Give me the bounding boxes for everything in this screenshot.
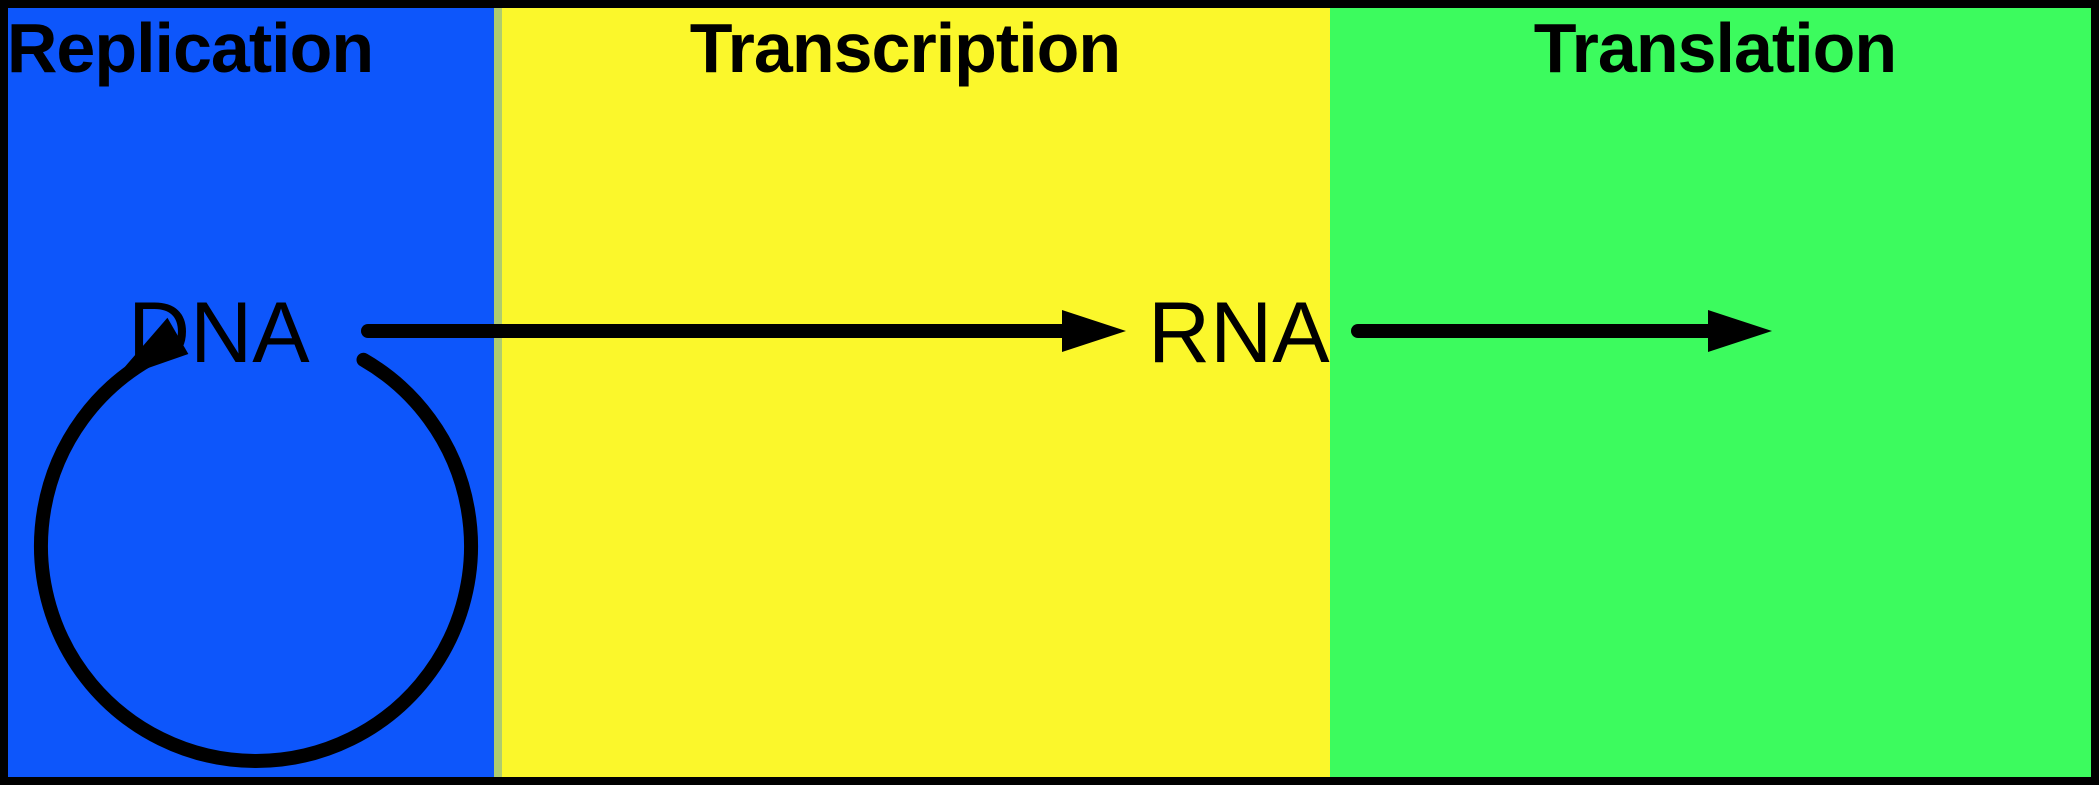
replication-arrowhead: [113, 317, 189, 381]
panel-title-translation: Translation: [1534, 9, 1896, 87]
rna-to-protein-arrow: [1351, 310, 1772, 352]
molecule-label-rna: RNA: [1148, 285, 1330, 381]
blue-yellow-divider: [494, 8, 502, 777]
transcription-arrowhead: [1062, 310, 1126, 352]
panel-title-replication: Replication: [7, 9, 373, 87]
panel-translation-background: [1330, 8, 2091, 777]
translation-arrowhead: [1708, 310, 1772, 352]
molecule-label-dna: DNA: [128, 285, 310, 381]
panel-title-transcription: Transcription: [690, 9, 1120, 87]
panel-transcription-background: [502, 8, 1330, 777]
replication-cycle-arrow: [34, 317, 478, 768]
replication-circle-arc: [34, 352, 478, 768]
dna-to-rna-arrow: [361, 310, 1126, 352]
